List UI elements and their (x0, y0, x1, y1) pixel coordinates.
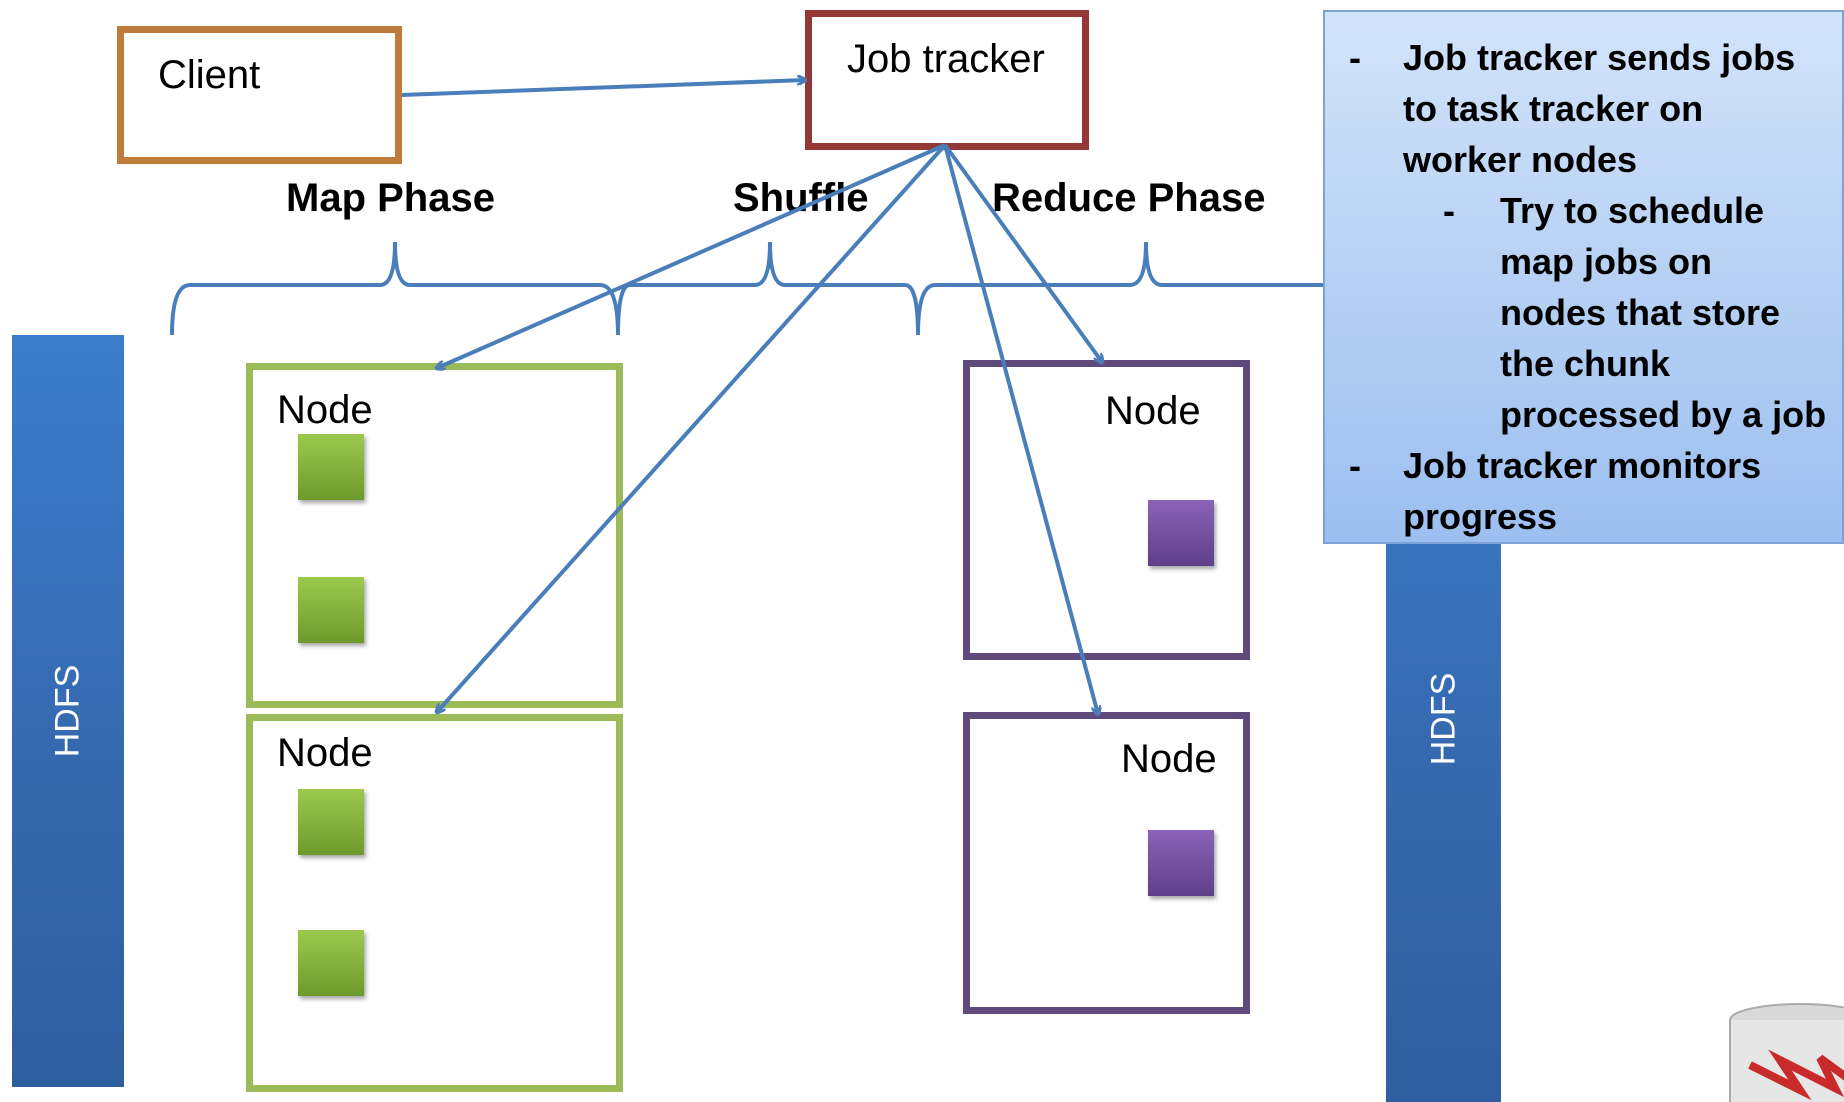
jobtracker-to-reduce-node-1-arrow (943, 143, 1102, 362)
callout-sub-line3: nodes that store (1500, 292, 1781, 333)
shuffle-label: Shuffle (733, 176, 869, 220)
callout-sub-line1: Try to schedule (1500, 190, 1765, 231)
reduce-phase-label: Reduce Phase (992, 176, 1266, 220)
job-tracker-box: Job tracker (805, 10, 1089, 150)
reduce-node-2: Node (963, 712, 1250, 1014)
callout-bullet1-line2: to task tracker on (1403, 88, 1704, 129)
callout-bullet1-line3: worker nodes (1403, 139, 1638, 180)
info-callout: - Job tracker sends jobs to task tracker… (1323, 10, 1844, 544)
callout-sub-line5: processed by a job (1500, 394, 1827, 435)
logo-fragment (1729, 1003, 1844, 1102)
hdfs-bar-left: HDFS (12, 335, 124, 1087)
jobtracker-to-map-node-1-arrow (437, 143, 946, 368)
client-to-jobtracker-arrow (401, 80, 805, 97)
bullet-dash: - (1349, 445, 1361, 486)
map-task-block (298, 789, 364, 855)
callout-sub-line2: map jobs on (1500, 241, 1713, 282)
client-box: Client (117, 26, 402, 164)
reduce-task-block (1148, 830, 1214, 896)
map-task-block (298, 930, 364, 996)
reduce-node-1-label: Node (1105, 389, 1201, 433)
callout-sub-line4: the chunk (1500, 343, 1671, 384)
map-node-2: Node (246, 714, 623, 1092)
jobtracker-to-reduce-node-2-arrow (943, 144, 1098, 714)
client-label: Client (158, 53, 261, 97)
reduce-task-block (1148, 500, 1214, 566)
jobtracker-to-map-node-2-arrow (437, 143, 947, 712)
map-phase-label: Map Phase (286, 176, 495, 220)
bullet-dash: - (1349, 37, 1361, 78)
map-task-block (298, 577, 364, 643)
callout-bullet2-line2: progress (1403, 496, 1558, 537)
job-tracker-label: Job tracker (847, 37, 1045, 81)
reduce-phase-brace (916, 241, 1330, 336)
map-task-block (298, 434, 364, 500)
shuffle-brace (616, 241, 920, 336)
map-node-1-label: Node (277, 388, 373, 432)
map-node-2-label: Node (277, 731, 373, 775)
callout-bullet2-line1: Job tracker monitors (1403, 445, 1762, 486)
reduce-node-2-label: Node (1121, 737, 1217, 781)
sub-bullet-dash: - (1443, 190, 1455, 231)
map-phase-brace (170, 241, 620, 336)
reduce-node-1: Node (963, 360, 1250, 660)
callout-bullet1-line1: Job tracker sends jobs (1403, 37, 1796, 78)
